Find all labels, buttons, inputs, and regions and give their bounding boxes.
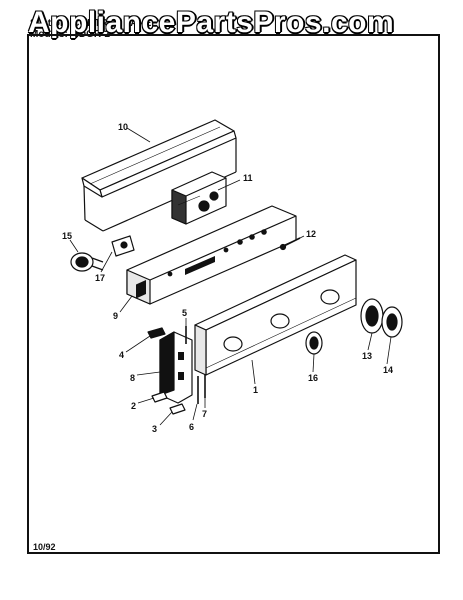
watermark-logo: AppliancePartsPros.com <box>28 6 395 39</box>
part-13-bezel <box>360 298 384 334</box>
part-1-front-panel <box>194 254 357 376</box>
callout-3: 3 <box>152 424 157 434</box>
part-3-clip <box>169 403 186 415</box>
callout-5: 5 <box>182 308 187 318</box>
section-label: Section: CONTROL PANEL <box>30 18 158 29</box>
callout-11: 11 <box>243 173 253 183</box>
part-8-end-cap <box>159 331 193 404</box>
callout-4: 4 <box>119 350 124 360</box>
callout-12: 12 <box>306 229 316 239</box>
callout-10: 10 <box>118 122 128 132</box>
callout-7: 7 <box>202 409 207 419</box>
callout-8: 8 <box>130 373 135 383</box>
callout-6: 6 <box>189 422 194 432</box>
leader-lines <box>69 127 392 426</box>
callout-14: 14 <box>383 365 393 375</box>
callout-9: 9 <box>113 311 118 321</box>
callout-labels: 10 11 12 15 17 9 4 8 2 3 5 6 7 1 16 13 1… <box>62 122 393 434</box>
part-4-clip <box>147 327 166 339</box>
part-9-console-panel <box>126 205 297 305</box>
callout-17: 17 <box>95 273 105 283</box>
callout-13: 13 <box>362 351 372 361</box>
callout-2: 2 <box>131 401 136 411</box>
revision-date: 10/92 <box>33 542 56 552</box>
part-11-control-module <box>171 171 227 225</box>
part-17-bracket <box>111 235 135 257</box>
part-16-knob <box>305 331 323 355</box>
part-10-top-trim <box>81 119 237 232</box>
callout-1: 1 <box>253 385 258 395</box>
callout-16: 16 <box>308 373 318 383</box>
part-14-selector-knob <box>381 306 403 338</box>
part-2-clip <box>151 391 168 403</box>
diagram-frame <box>27 34 440 554</box>
part-15-switch <box>70 252 104 272</box>
callout-15: 15 <box>62 231 72 241</box>
